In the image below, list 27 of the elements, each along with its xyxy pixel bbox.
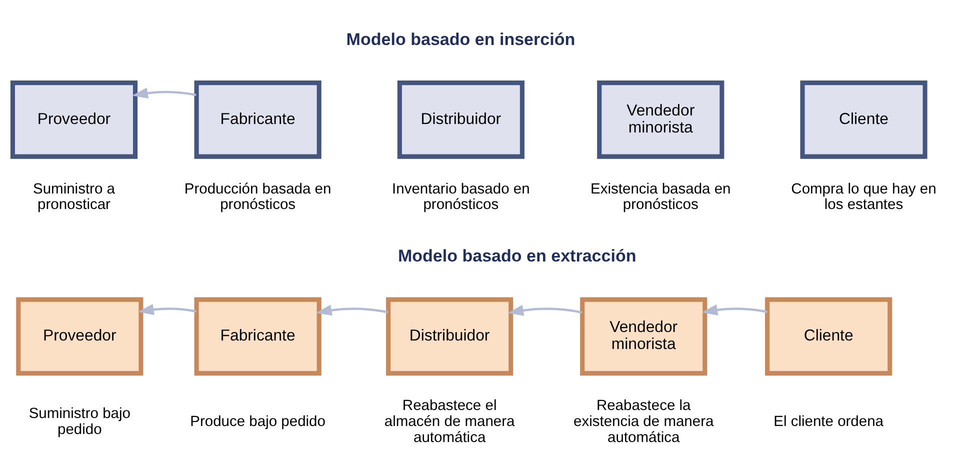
node-box: Distribuidor: [386, 296, 514, 376]
node-label: Existencia basada en pronósticos: [590, 180, 731, 213]
node-box: Cliente: [765, 296, 892, 376]
node-label: Compra lo que hay en los estantes: [791, 180, 936, 213]
node-box: Proveedor: [16, 296, 144, 376]
node-box: Distribuidor: [397, 80, 524, 158]
node-box: Vendedor minorista: [597, 80, 724, 158]
arrow: [132, 87, 196, 98]
node-box: Vendedor minorista: [580, 296, 708, 376]
node-label: Produce bajo pedido: [190, 413, 326, 430]
node-label: Inventario basado en pronósticos: [392, 180, 530, 213]
label: Modelo basado en extracción: [398, 246, 636, 266]
node-label: Producción basada en pronósticos: [184, 180, 332, 213]
node-label: Suministro a pronosticar: [32, 180, 115, 213]
arrow: [702, 304, 768, 315]
node-box: Fabricante: [194, 80, 322, 158]
node-label: Reabastece el almacén de manera automática: [384, 398, 515, 446]
node-box: Proveedor: [10, 80, 138, 158]
label: Modelo basado en inserción: [346, 29, 576, 48]
node-label: Reabastece la existencia de manera automática: [574, 398, 714, 446]
node-label: Suministro bajo pedido: [28, 406, 130, 438]
arrow: [316, 304, 388, 316]
node-box: Cliente: [800, 80, 928, 158]
arrow: [508, 304, 582, 316]
node-label: El cliente ordena: [774, 413, 884, 430]
arrow: [138, 304, 197, 315]
node-box: Fabricante: [194, 296, 322, 376]
